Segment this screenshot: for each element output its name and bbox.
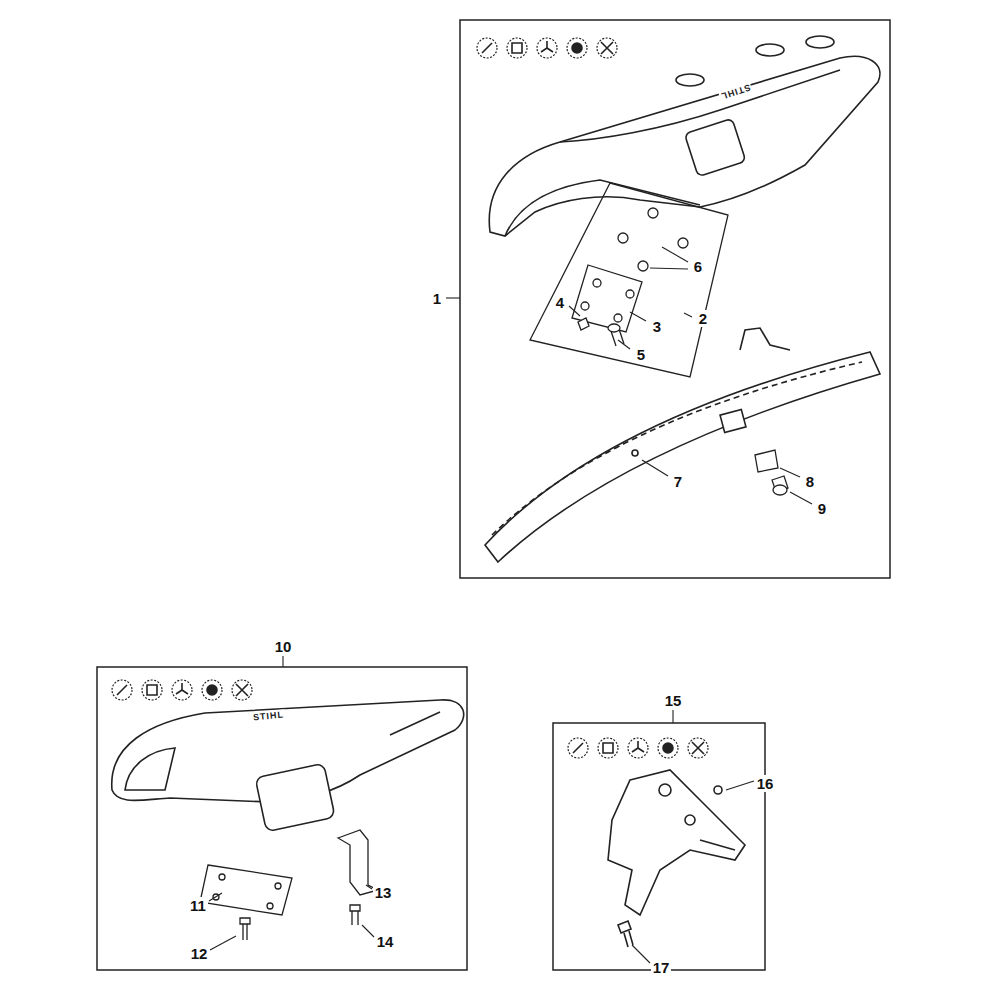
callout-number: 16	[755, 775, 776, 792]
tool-symbol	[236, 684, 248, 696]
callout-number: 17	[651, 959, 672, 976]
callout-number: 11	[188, 897, 208, 914]
gasket-and-bracket	[200, 830, 378, 940]
tool-icon	[597, 38, 617, 58]
bracket-and-screw	[755, 450, 788, 495]
callout-number: 3	[651, 318, 663, 335]
callout-number: 13	[373, 884, 394, 901]
tool-symbol	[663, 743, 673, 753]
deflector-blade	[485, 328, 880, 562]
tool-symbol	[573, 743, 583, 753]
callout-number: 2	[697, 310, 709, 327]
tool-symbol	[692, 742, 704, 754]
tool-symbol	[207, 685, 217, 695]
callout-number: 14	[375, 933, 396, 950]
tool-icon	[658, 738, 678, 758]
frames	[97, 20, 890, 970]
tool-icon	[628, 738, 648, 758]
group-frame	[460, 20, 890, 578]
tool-icon	[232, 680, 252, 700]
callout-number: 15	[663, 692, 684, 709]
tool-symbol	[117, 685, 127, 695]
tool-symbol	[632, 741, 644, 752]
callout-number: 5	[635, 346, 647, 363]
deflector-shell	[489, 36, 880, 236]
callout-number: 9	[816, 500, 828, 517]
tool-symbol	[147, 685, 157, 695]
tool-icon	[567, 38, 587, 58]
deflector-shell	[112, 700, 464, 832]
tool-icon	[537, 38, 557, 58]
callout-number: 6	[692, 258, 704, 275]
tool-symbol	[512, 43, 522, 53]
tool-symbol	[482, 43, 492, 53]
group-frame	[97, 667, 467, 970]
tool-symbol	[176, 683, 188, 694]
tool-symbol	[601, 42, 613, 54]
tool-symbol	[572, 43, 582, 53]
leader-lines	[209, 247, 812, 963]
callout-number: 7	[672, 473, 684, 490]
group-frame	[553, 723, 765, 970]
gasket-kit	[530, 183, 728, 377]
callout-number: 12	[189, 945, 210, 962]
tool-icon	[112, 680, 132, 700]
tool-icon	[688, 738, 708, 758]
mount-bracket	[608, 770, 745, 947]
tool-symbol	[541, 41, 553, 52]
tool-icon	[172, 680, 192, 700]
tool-icon	[507, 38, 527, 58]
tool-symbol	[603, 743, 613, 753]
callout-number: 8	[804, 473, 816, 490]
callout-number: 4	[554, 294, 566, 311]
tool-icon	[568, 738, 588, 758]
tool-icon	[142, 680, 162, 700]
callout-number: 1	[431, 290, 443, 307]
callout-number: 10	[273, 638, 294, 655]
tool-icon	[202, 680, 222, 700]
tool-icon	[598, 738, 618, 758]
tool-icon	[477, 38, 497, 58]
